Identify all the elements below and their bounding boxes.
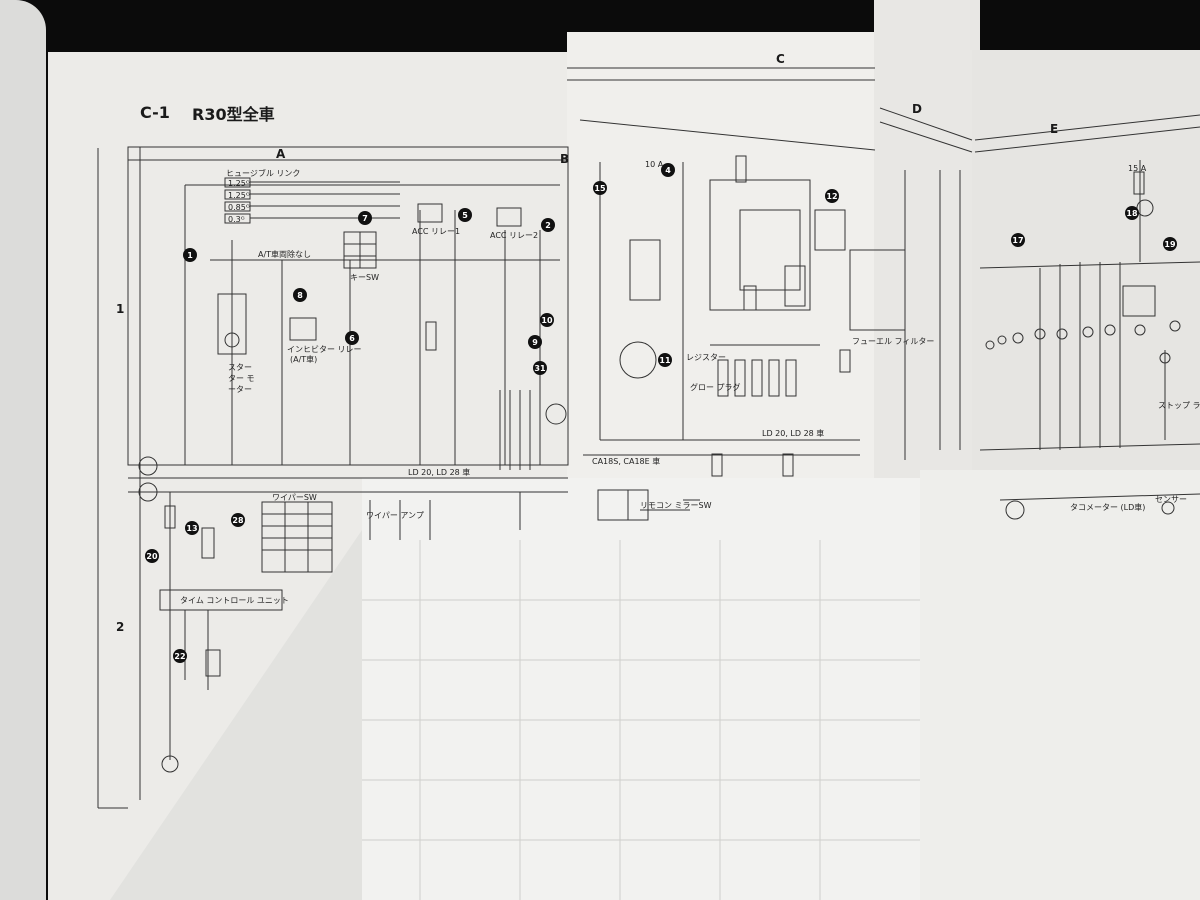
callout-marker-12: 12 [825,189,839,203]
wiper-sw-label: ワイパーSW [272,493,317,502]
callout-marker-10: 10 [540,313,554,327]
fuse-15a-label: 15 A [1128,164,1147,173]
folded-lower-right [920,470,1200,900]
svg-text:28: 28 [232,516,244,525]
inhibitor-relay-label: インヒビター リレー [287,345,362,354]
key-sw-label: キーSW [350,273,379,282]
wiper-amp-label: ワイパー アンプ [366,511,424,520]
page-title: R30型全車 [192,105,275,124]
callout-marker-13: 13 [185,521,199,535]
svg-text:31: 31 [534,364,546,373]
callout-marker-15: 15 [593,181,607,195]
fuse-10a-label: 10 A [645,160,664,169]
sensor-label: センサー [1155,495,1187,504]
at-car-label: (A/T車) [290,355,318,364]
starter-motor-label: スターター モーター [228,363,255,394]
callout-marker-28: 28 [231,513,245,527]
fusible-link-label: ヒュージブル リンク [226,169,301,178]
svg-text:15: 15 [594,184,606,193]
svg-text:6: 6 [349,334,355,343]
svg-text:22: 22 [174,652,185,661]
ca-note: CA18S, CA18E 車 [592,457,661,466]
svg-text:9: 9 [532,338,538,347]
svg-text:2: 2 [545,221,551,230]
svg-text:4: 4 [665,166,671,175]
callout-marker-9: 9 [528,335,542,349]
fusible-rating-3: 0.85ᴳ [228,203,250,212]
column-label-d: D [912,102,922,116]
callout-marker-18: 18 [1125,206,1139,220]
callout-marker-20: 20 [145,549,159,563]
svg-text:10: 10 [541,316,553,325]
column-label-c: C [776,52,785,66]
section-number: C-1 [140,103,170,122]
callout-marker-2: 2 [541,218,555,232]
callout-marker-4: 4 [661,163,675,177]
callout-marker-11: 11 [658,353,672,367]
svg-text:18: 18 [1126,209,1138,218]
column-label-b: B [560,152,570,166]
no-at-label: A/T車両除なし [258,250,312,259]
remote-mirror-sw-label: リモコン ミラーSW [640,501,712,510]
column-label-e: E [1050,122,1059,136]
callout-marker-7: 7 [358,211,372,225]
fuel-filter-label: フューエル フィルター [852,337,935,346]
svg-text:13: 13 [186,524,197,533]
fusible-rating-2: 1.25ᴳ [228,191,250,200]
column-label-a: A [276,147,286,161]
callout-marker-5: 5 [458,208,472,222]
callout-marker-6: 6 [345,331,359,345]
ld-note-right: LD 20, LD 28 車 [762,429,825,438]
fusible-rating-1: 1.25ᴳ [228,179,250,188]
left-book-edge [0,0,46,900]
acc-relay-1-label: ACC リレー1 [412,227,461,236]
resistor-label: レジスター [686,353,726,362]
callout-marker-31: 31 [533,361,547,375]
row-label-2: 2 [116,620,125,634]
svg-text:17: 17 [1012,236,1023,245]
svg-text:19: 19 [1164,240,1176,249]
svg-text:7: 7 [362,214,368,223]
svg-text:8: 8 [297,291,303,300]
callout-marker-1: 1 [183,248,197,262]
ld-note-left: LD 20, LD 28 車 [408,468,471,477]
svg-text:12: 12 [826,192,837,201]
callout-marker-19: 19 [1163,237,1177,251]
callout-marker-8: 8 [293,288,307,302]
acc-relay-2-label: ACC リレー2 [490,231,539,240]
callout-marker-22: 22 [173,649,187,663]
svg-text:20: 20 [146,552,158,561]
tachometer-label: タコメーター (LD車) [1070,503,1146,512]
fusible-rating-4: 0.3ᴳ [228,215,245,224]
time-control-unit-label: タイム コントロール ユニット [180,596,289,605]
row-label-1: 1 [116,302,125,316]
svg-text:5: 5 [462,211,468,220]
svg-text:11: 11 [659,356,671,365]
callout-marker-17: 17 [1011,233,1025,247]
glow-plug-label: グロー プラグ [690,383,741,392]
svg-text:1: 1 [187,251,193,260]
folded-overlay-sheet [362,478,922,900]
stop-lamp-label: ストップ ランプ [1158,401,1200,410]
